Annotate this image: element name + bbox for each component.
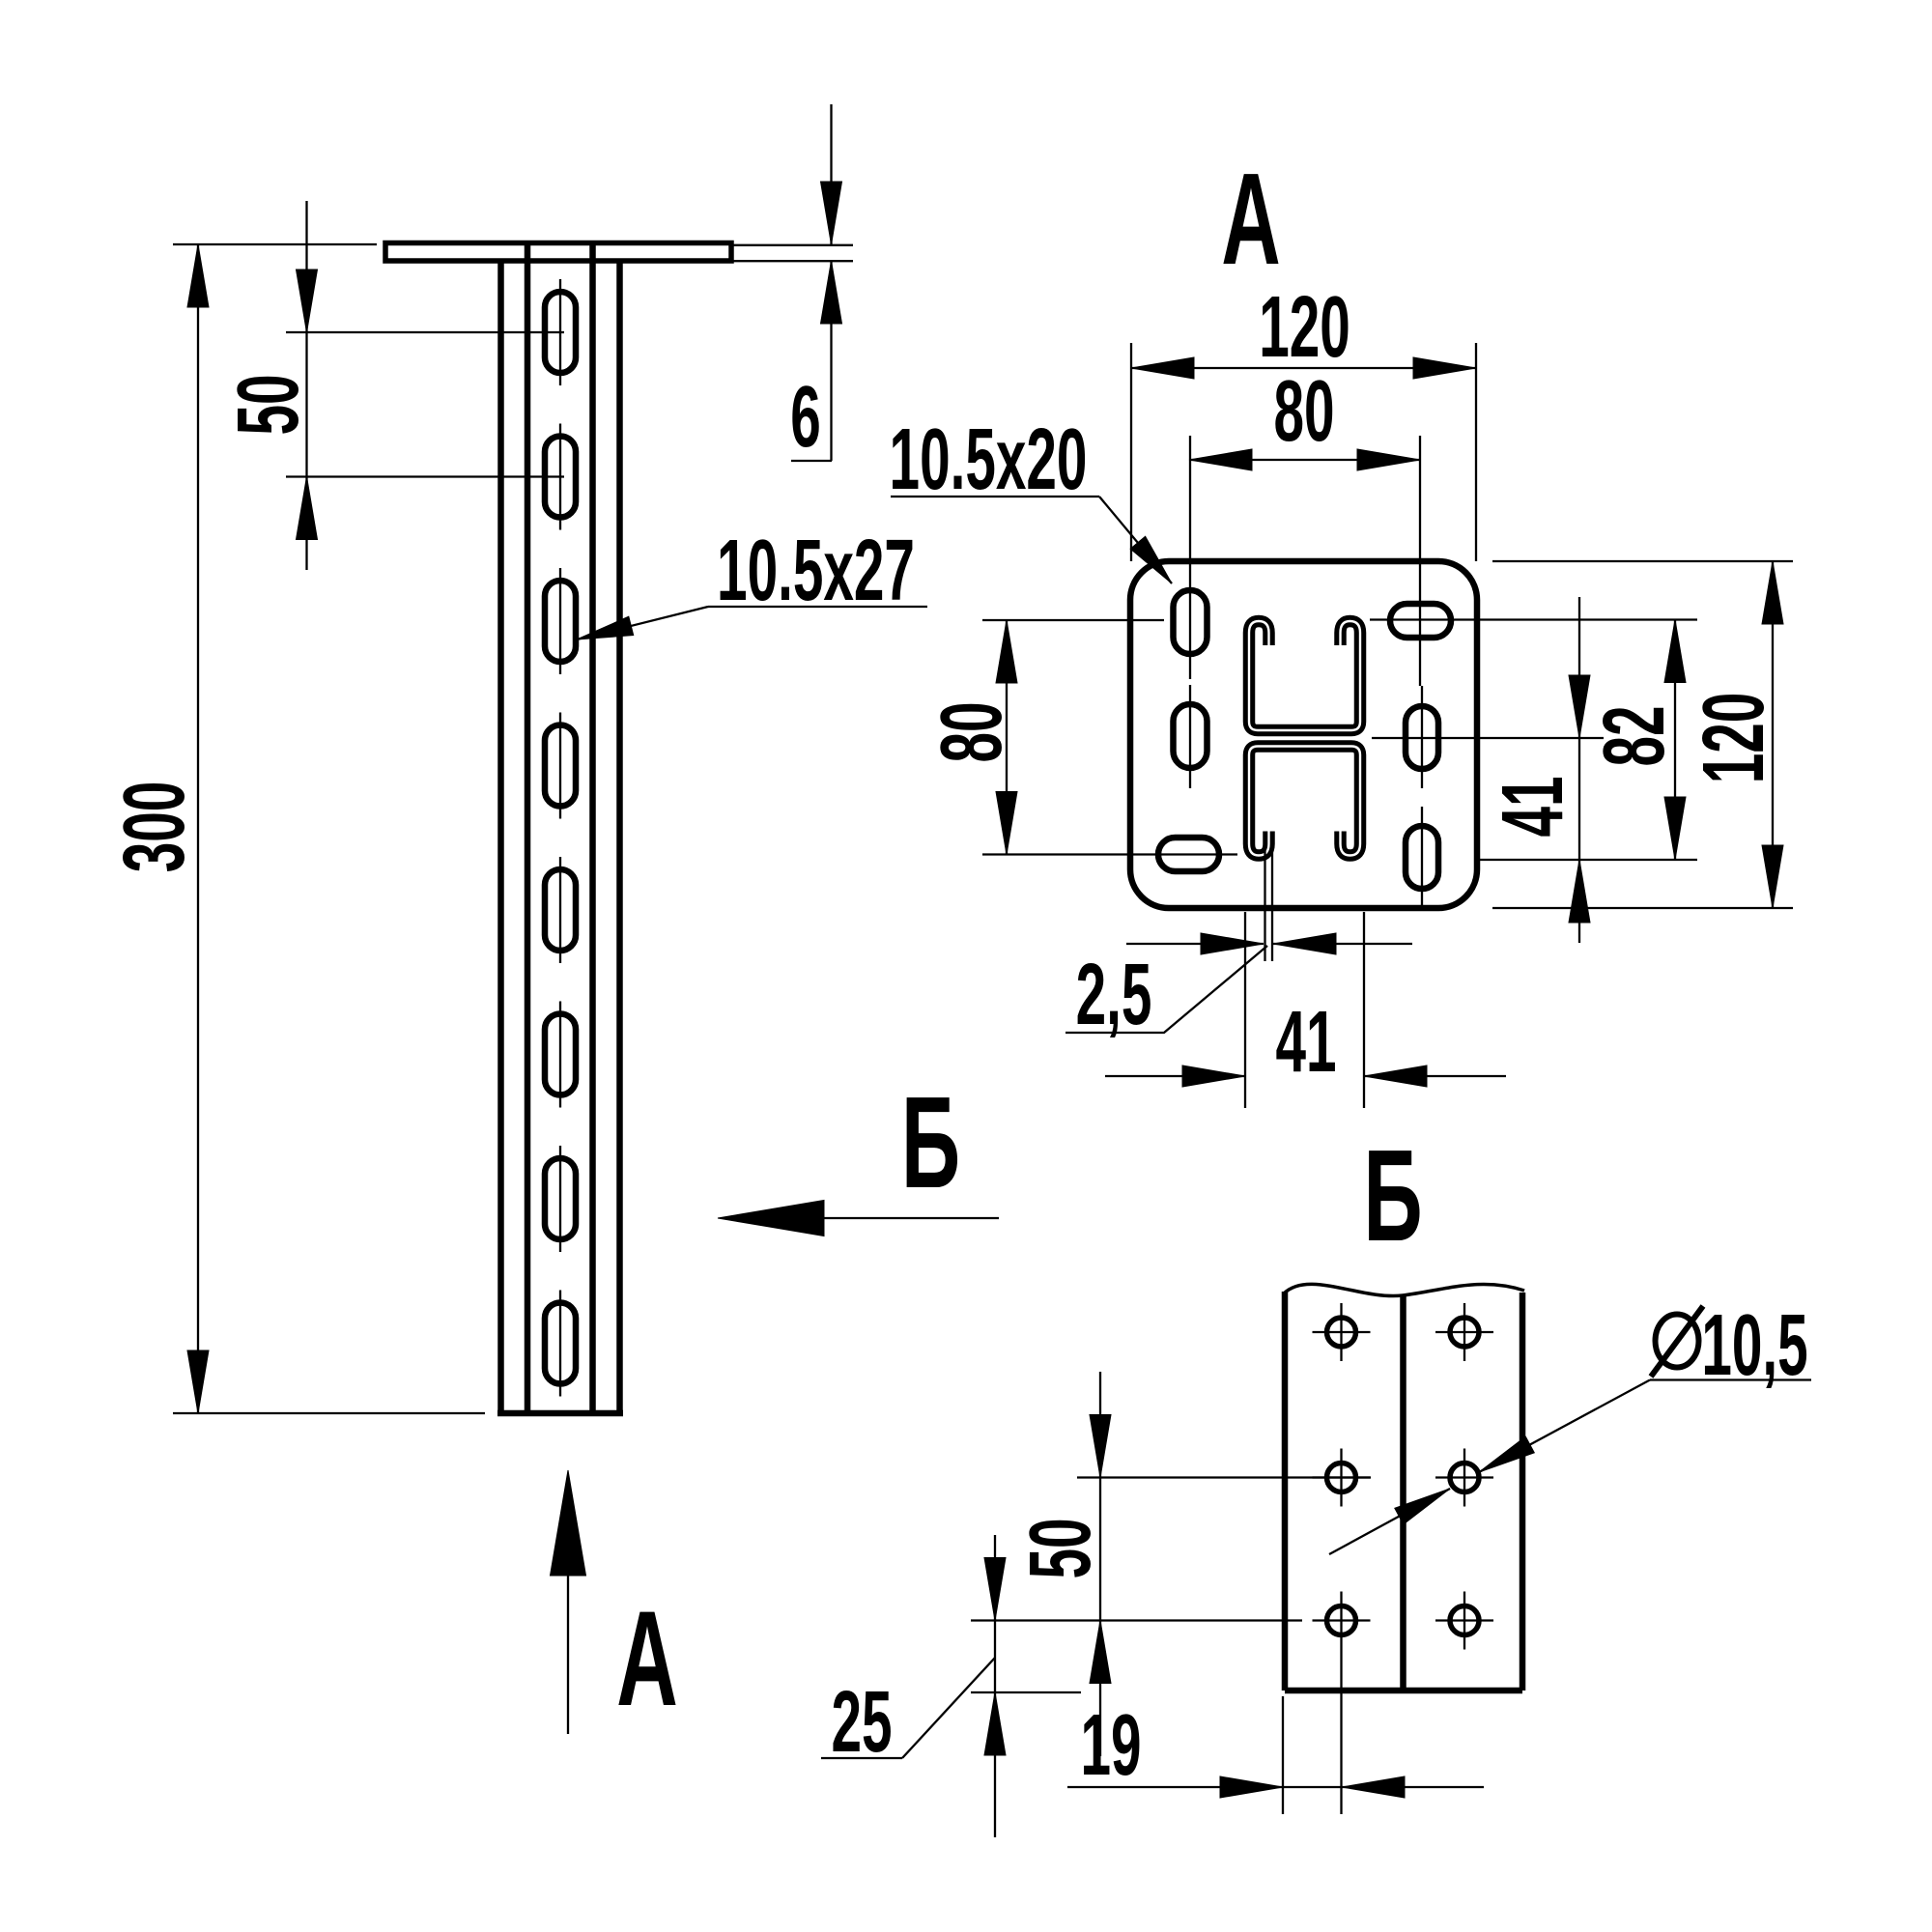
svg-text:2,5: 2,5 xyxy=(1076,946,1152,1043)
svg-text:50: 50 xyxy=(219,374,317,435)
svg-text:120: 120 xyxy=(1685,693,1782,784)
svg-text:300: 300 xyxy=(105,781,203,873)
svg-text:25: 25 xyxy=(831,1673,892,1771)
svg-text:120: 120 xyxy=(1259,278,1350,376)
svg-text:41: 41 xyxy=(1484,776,1581,837)
svg-text:80: 80 xyxy=(923,701,1020,762)
svg-text:Б: Б xyxy=(1363,1122,1422,1268)
svg-text:10.5x20: 10.5x20 xyxy=(890,411,1088,508)
svg-text:А: А xyxy=(1221,146,1280,292)
svg-text:82: 82 xyxy=(1585,705,1683,766)
svg-text:50: 50 xyxy=(1011,1518,1109,1578)
svg-text:10.5x27: 10.5x27 xyxy=(717,522,915,619)
svg-text:19: 19 xyxy=(1080,1696,1141,1794)
svg-text:6: 6 xyxy=(790,368,821,466)
svg-text:80: 80 xyxy=(1273,362,1334,460)
svg-text:10,5: 10,5 xyxy=(1701,1296,1807,1394)
svg-text:41: 41 xyxy=(1275,993,1336,1091)
svg-text:Б: Б xyxy=(901,1069,960,1215)
svg-text:А: А xyxy=(616,1582,678,1734)
